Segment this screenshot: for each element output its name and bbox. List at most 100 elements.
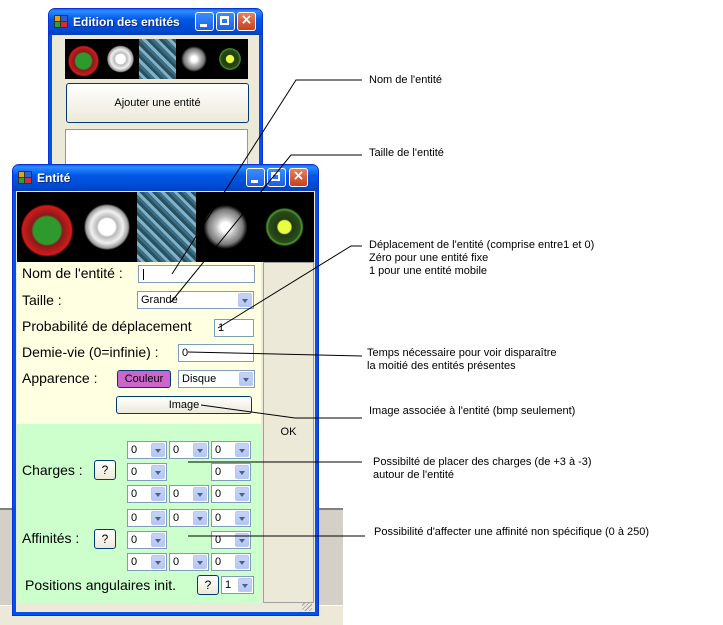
callout-halflife-1: Temps nécessaire pour voir disparaître	[367, 347, 557, 359]
callout-move-1: Déplacement de l'entité (comprise entre1…	[369, 239, 595, 251]
ok-panel: OK	[263, 262, 314, 603]
angular-help-button[interactable]: ?	[197, 575, 219, 595]
move-probability-input[interactable]: 1	[214, 319, 254, 337]
chevron-down-icon[interactable]	[193, 487, 207, 501]
shape-select[interactable]: Disque	[178, 370, 255, 388]
charge-select-r2c0[interactable]: 0	[127, 485, 167, 503]
thumb-red-cell[interactable]	[65, 39, 102, 79]
halflife-label: Demie-vie (0=infinie) :	[22, 344, 159, 360]
close-icon: ×	[292, 168, 305, 184]
chevron-down-icon[interactable]	[151, 533, 165, 547]
affinity-select-r0c2[interactable]: 0	[211, 509, 251, 527]
affinity-select-r2c1[interactable]: 0	[169, 553, 209, 571]
callout-charges-2: autour de l'entité	[373, 469, 454, 481]
close-button[interactable]: ×	[289, 168, 308, 187]
chevron-down-icon[interactable]	[151, 487, 165, 501]
chevron-down-icon[interactable]	[235, 465, 249, 479]
callout-line-image	[200, 404, 362, 419]
affinity-value: 0	[215, 556, 222, 568]
chevron-down-icon[interactable]	[151, 555, 165, 569]
charge-value: 0	[173, 488, 180, 500]
affinities-help-button[interactable]: ?	[94, 529, 116, 549]
maximize-button[interactable]	[216, 12, 235, 31]
thumb-red-cell[interactable]	[17, 192, 77, 262]
thumb-white-cell[interactable]	[77, 192, 137, 262]
charge-select-r0c0[interactable]: 0	[127, 441, 167, 459]
close-button[interactable]: ×	[237, 12, 256, 31]
thumb-green-cell[interactable]	[212, 39, 248, 79]
entity-thumbnails	[65, 39, 248, 79]
charge-select-r1c0[interactable]: 0	[127, 463, 167, 481]
name-input[interactable]	[138, 265, 255, 283]
callout-affinity: Possibilité d'affecter une affinité non …	[374, 526, 650, 538]
angular-positions-value: 1	[225, 579, 232, 591]
charge-select-r0c2[interactable]: 0	[211, 441, 251, 459]
shape-select-value: Disque	[182, 373, 217, 385]
charge-value: 0	[173, 444, 180, 456]
ok-button[interactable]: OK	[280, 426, 297, 438]
charge-select-r2c1[interactable]: 0	[169, 485, 209, 503]
chevron-down-icon[interactable]	[235, 443, 249, 457]
entity-thumbnails	[17, 192, 314, 262]
close-icon: ×	[240, 12, 253, 28]
affinities-label: Affinités :	[22, 530, 80, 546]
size-label: Taille :	[22, 292, 62, 308]
name-label: Nom de l'entité :	[22, 265, 123, 281]
chevron-down-icon[interactable]	[239, 372, 253, 386]
edition-window-titlebar[interactable]: Edition des entités ×	[49, 9, 262, 35]
thumb-blue-texture[interactable]	[137, 192, 196, 262]
chevron-down-icon[interactable]	[235, 511, 249, 525]
angular-positions-select[interactable]: 1	[221, 576, 254, 594]
charge-select-r1c2[interactable]: 0	[211, 463, 251, 481]
thumb-blue-texture[interactable]	[139, 39, 176, 79]
thumb-grey-cell[interactable]	[176, 39, 212, 79]
resize-grip-icon[interactable]	[302, 602, 312, 611]
affinity-select-r2c0[interactable]: 0	[127, 553, 167, 571]
chevron-down-icon[interactable]	[238, 293, 252, 307]
color-button[interactable]: Couleur	[117, 370, 171, 388]
minimize-icon	[200, 24, 207, 27]
minimize-button[interactable]	[195, 12, 214, 31]
thumb-grey-cell[interactable]	[196, 192, 255, 262]
callout-move-2: Zéro pour une entité fixe	[369, 252, 489, 264]
chevron-down-icon[interactable]	[193, 555, 207, 569]
chevron-down-icon[interactable]	[151, 511, 165, 525]
chevron-down-icon[interactable]	[238, 578, 252, 592]
callout-halflife-2: la moitié des entités présentes	[367, 360, 516, 372]
affinity-value: 0	[131, 534, 138, 546]
image-button[interactable]: Image	[116, 396, 252, 414]
affinity-select-r2c2[interactable]: 0	[211, 553, 251, 571]
affinity-value: 0	[131, 512, 138, 524]
affinity-select-r0c1[interactable]: 0	[169, 509, 209, 527]
edition-window: Edition des entités × Ajouter une entité	[48, 8, 263, 180]
thumb-green-cell[interactable]	[255, 192, 314, 262]
chevron-down-icon[interactable]	[235, 487, 249, 501]
properties-panel: Nom de l'entité : Taille : Grande Probab…	[17, 262, 261, 424]
app-icon	[54, 15, 68, 28]
angular-positions-label: Positions angulaires init.	[25, 577, 176, 593]
add-entity-button[interactable]: Ajouter une entité	[66, 83, 249, 123]
entity-dialog: Entité × Nom de l'entité : Taille : Gran…	[12, 164, 319, 616]
entity-dialog-titlebar[interactable]: Entité ×	[13, 165, 318, 191]
charge-value: 0	[131, 444, 138, 456]
chevron-down-icon[interactable]	[151, 465, 165, 479]
chevron-down-icon[interactable]	[193, 511, 207, 525]
charge-value: 0	[215, 466, 222, 478]
minimize-button[interactable]	[246, 168, 265, 187]
size-select-value: Grande	[141, 294, 178, 306]
chevron-down-icon[interactable]	[151, 443, 165, 457]
affinity-select-r0c0[interactable]: 0	[127, 509, 167, 527]
callout-move-3: 1 pour une entité mobile	[369, 265, 488, 277]
affinity-select-r1c0[interactable]: 0	[127, 531, 167, 549]
size-select[interactable]: Grande	[137, 291, 254, 309]
app-icon	[18, 171, 32, 184]
callout-line-move	[217, 245, 362, 329]
charge-select-r2c2[interactable]: 0	[211, 485, 251, 503]
charge-select-r0c1[interactable]: 0	[169, 441, 209, 459]
charges-help-button[interactable]: ?	[94, 460, 116, 480]
chevron-down-icon[interactable]	[193, 443, 207, 457]
maximize-icon	[220, 16, 229, 25]
thumb-white-cell[interactable]	[102, 39, 139, 79]
chevron-down-icon[interactable]	[235, 555, 249, 569]
